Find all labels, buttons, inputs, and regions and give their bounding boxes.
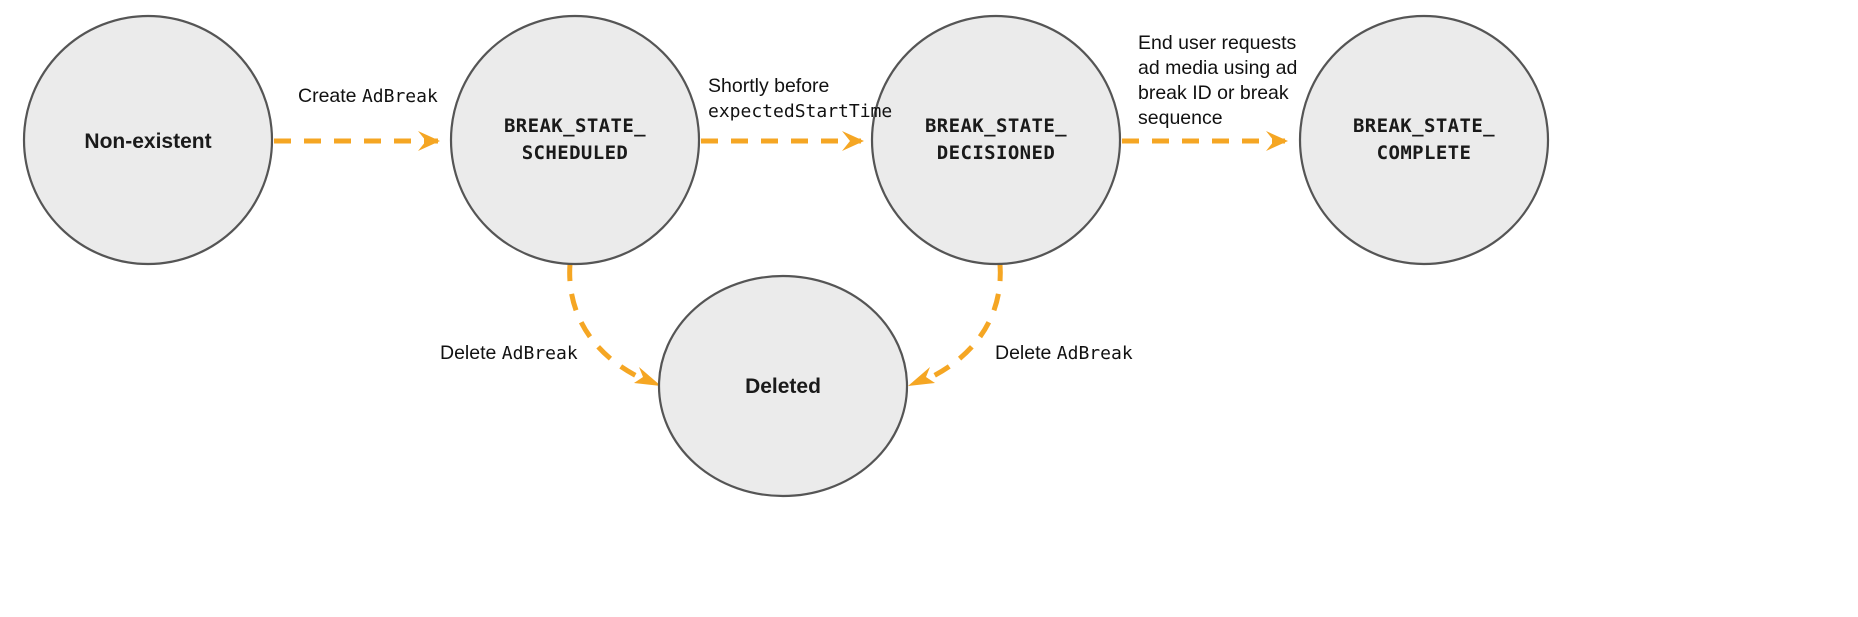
edge-label-shortly-before: Shortly before expectedStartTime <box>708 74 892 124</box>
arrow-head-icon <box>842 131 864 151</box>
state-node-break-state-complete[interactable] <box>1298 14 1550 266</box>
arrow-head-icon <box>1266 131 1288 151</box>
edge-label-line: Delete AdBreak <box>995 342 1133 364</box>
state-node-non-existent[interactable] <box>22 14 274 266</box>
edge-line <box>567 263 647 383</box>
edge-line <box>923 263 1003 383</box>
edge-label-line: Shortly before <box>708 75 830 97</box>
edge-delete-adbreak-scheduled <box>567 263 661 386</box>
edge-label-line: expectedStartTime <box>708 101 893 122</box>
state-node-break-state-scheduled[interactable] <box>449 14 701 266</box>
edge-label-delete-adbreak-scheduled: Delete AdBreak <box>440 341 578 366</box>
edge-label-delete-adbreak-decisioned: Delete AdBreak <box>995 341 1133 366</box>
state-node-deleted[interactable] <box>657 274 909 498</box>
edge-shortly-before <box>701 131 864 151</box>
edge-label-line: End user requests <box>1138 32 1297 54</box>
edge-label-line: Delete AdBreak <box>440 342 578 364</box>
edge-delete-adbreak-decisioned <box>908 263 1003 386</box>
edge-label-line: break ID or break <box>1138 82 1289 104</box>
arrow-head-icon <box>908 367 935 386</box>
arrow-head-icon <box>634 367 661 386</box>
state-node-break-state-decisioned[interactable] <box>870 14 1122 266</box>
edge-create-adbreak <box>274 131 440 151</box>
edge-label-line: ad media using ad <box>1138 57 1298 79</box>
edge-label-line: sequence <box>1138 107 1223 129</box>
edge-end-user-requests <box>1122 131 1288 151</box>
edge-label-line: Create AdBreak <box>298 85 438 107</box>
arrow-head-icon <box>418 131 440 151</box>
edge-label-create-adbreak: Create AdBreak <box>298 84 438 109</box>
edge-label-end-user-requests: End user requests ad media using ad brea… <box>1138 31 1297 131</box>
